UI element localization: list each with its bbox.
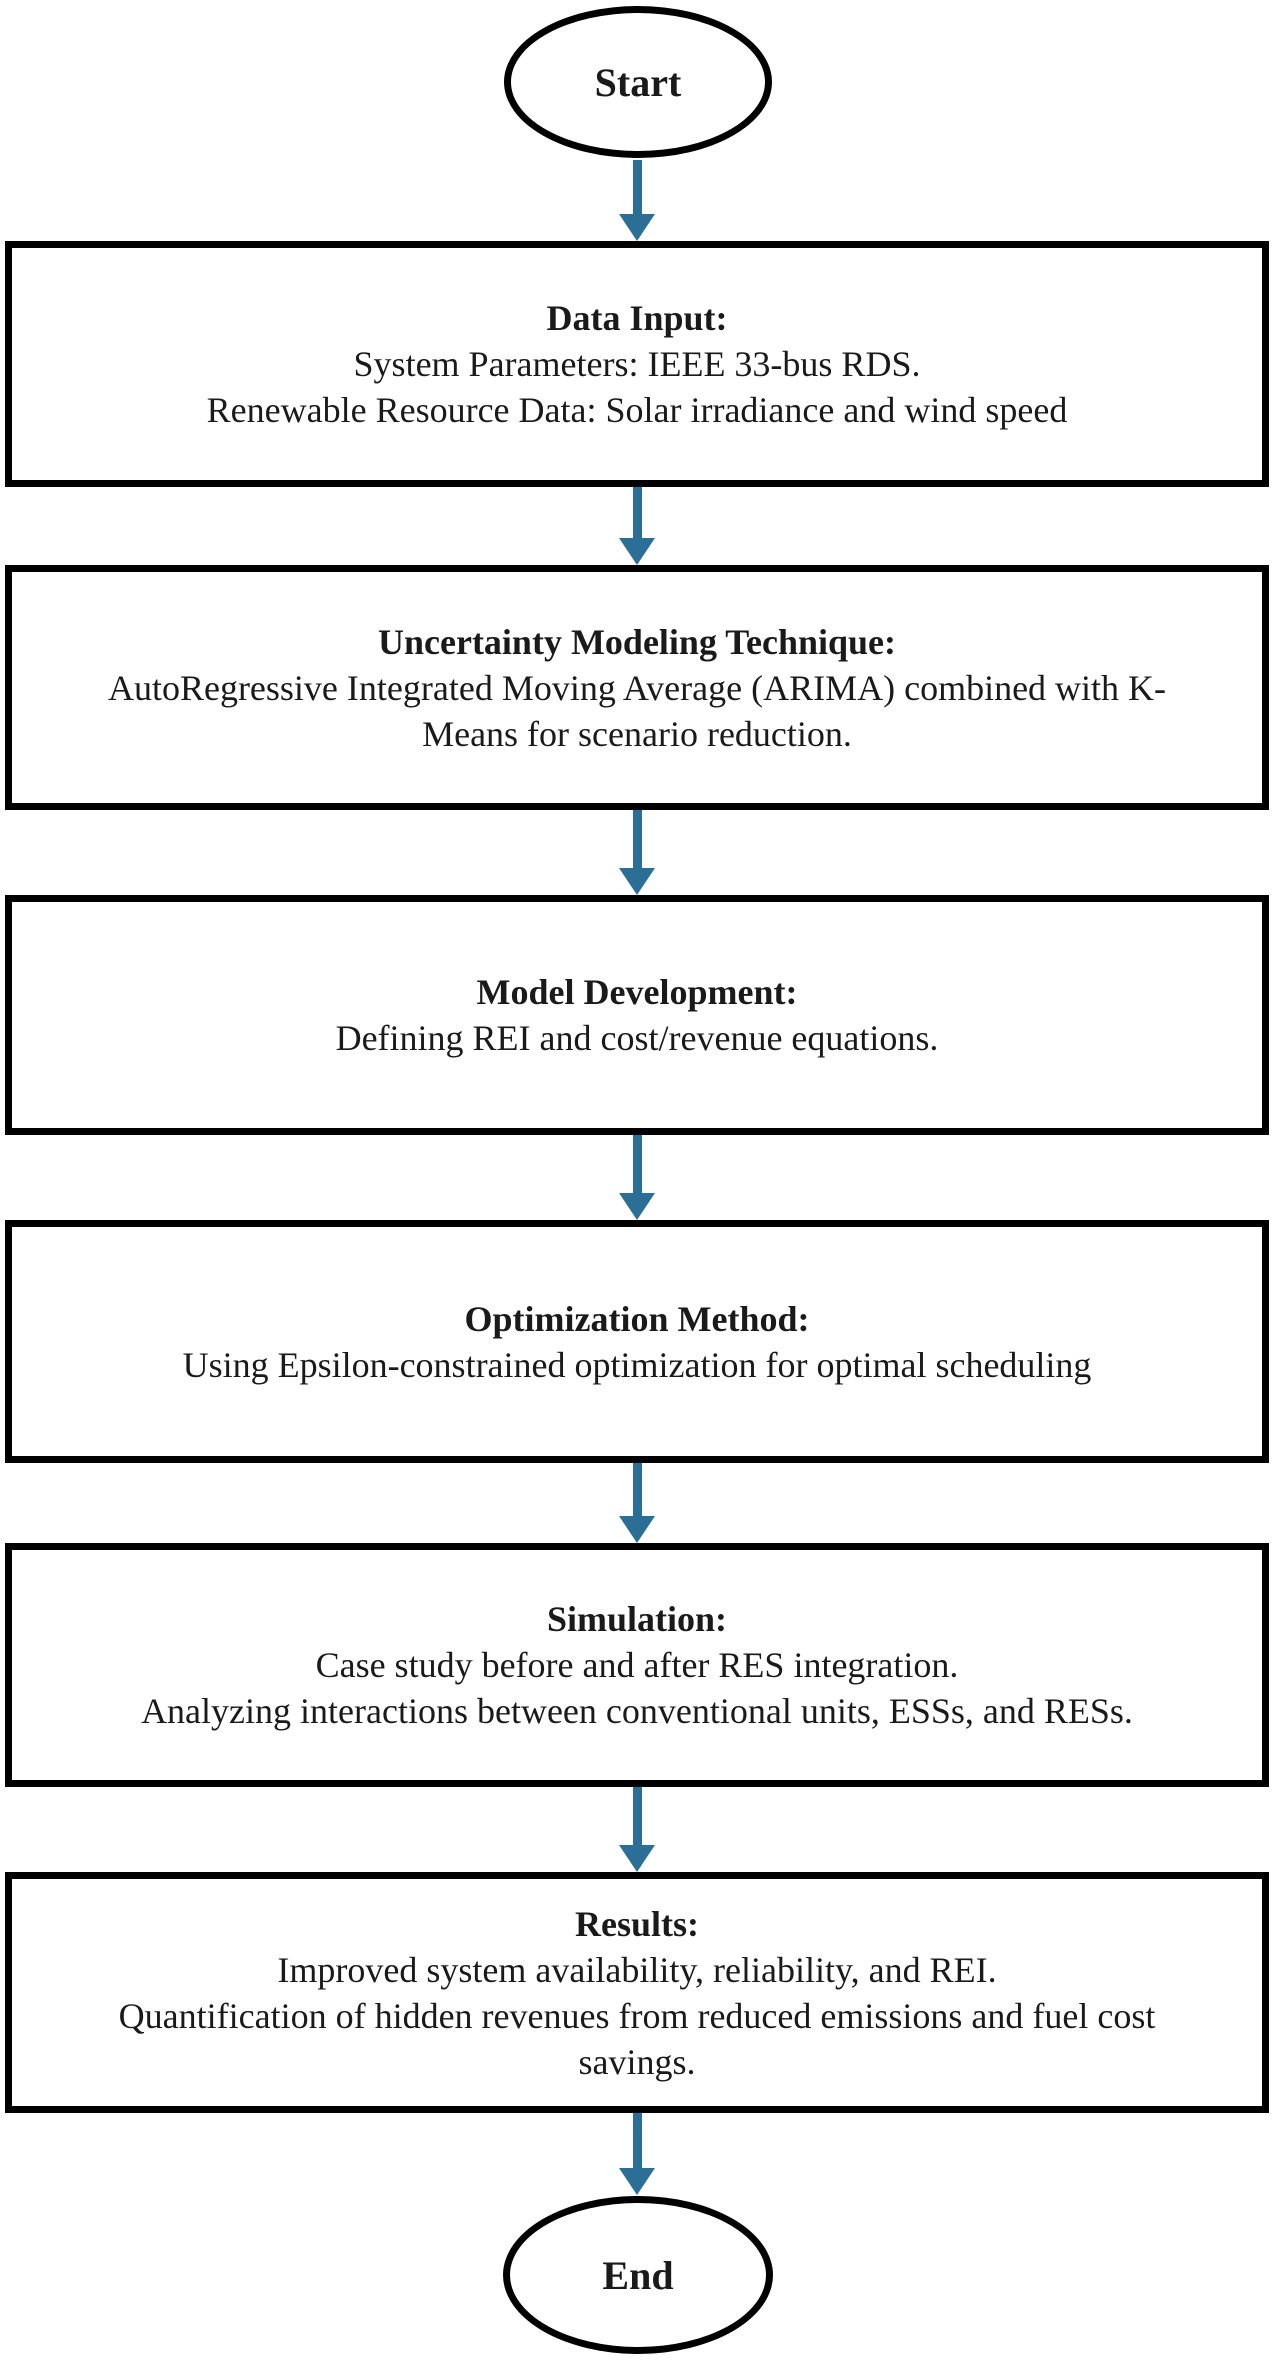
step-title: Results: xyxy=(575,1903,699,1944)
end-terminator: End xyxy=(503,2196,773,2354)
step-title: Data Input: xyxy=(546,298,728,338)
process-box-model-development: Model Development: Defining REI and cost… xyxy=(5,895,1269,1135)
step-line: AutoRegressive Integrated Moving Average… xyxy=(107,667,1167,708)
arrow-head-icon xyxy=(619,1193,655,1220)
step-line: Analyzing interactions between conventio… xyxy=(141,1691,1133,1731)
step-line: Improved system availability, reliabilit… xyxy=(277,1949,997,1990)
step-title: Uncertainty Modeling Technique: xyxy=(377,621,897,662)
arrow-head-icon xyxy=(619,1516,655,1543)
arrow-head-icon xyxy=(619,214,655,241)
arrow-stem xyxy=(632,160,642,214)
step-line: System Parameters: IEEE 33-bus RDS. xyxy=(353,344,921,384)
start-label: Start xyxy=(594,59,682,105)
arrow-stem xyxy=(632,1463,642,1516)
step-line: Means for scenario reduction. xyxy=(422,713,852,754)
flow-arrow-7 xyxy=(619,2113,655,2195)
step-title: Simulation: xyxy=(546,1599,728,1639)
flow-arrow-5 xyxy=(619,1463,655,1543)
arrow-stem xyxy=(632,1135,642,1193)
arrow-stem xyxy=(632,810,642,868)
arrow-head-icon xyxy=(619,538,655,565)
flow-arrow-3 xyxy=(619,810,655,895)
arrow-stem xyxy=(632,1787,642,1845)
step-title: Model Development: xyxy=(476,972,798,1012)
process-box-simulation: Simulation: Case study before and after … xyxy=(5,1543,1269,1787)
flow-arrow-1 xyxy=(619,160,655,241)
arrow-head-icon xyxy=(619,2168,655,2195)
arrow-head-icon xyxy=(619,868,655,895)
start-terminator: Start xyxy=(504,6,772,158)
step-line: Defining REI and cost/revenue equations. xyxy=(335,1018,939,1058)
arrow-stem xyxy=(632,487,642,538)
flow-arrow-4 xyxy=(619,1135,655,1220)
process-box-data-input: Data Input: System Parameters: IEEE 33-b… xyxy=(5,241,1269,487)
arrow-head-icon xyxy=(619,1845,655,1872)
end-label: End xyxy=(602,2252,674,2298)
step-line: Quantification of hidden revenues from r… xyxy=(118,1995,1156,2036)
step-line: Case study before and after RES integrat… xyxy=(315,1645,959,1685)
process-box-optimization-method: Optimization Method: Using Epsilon-const… xyxy=(5,1220,1269,1463)
process-box-uncertainty-modeling: Uncertainty Modeling Technique: AutoRegr… xyxy=(5,565,1269,810)
flow-arrow-2 xyxy=(619,487,655,565)
step-line: savings. xyxy=(578,2041,696,2082)
process-box-results: Results: Improved system availability, r… xyxy=(5,1872,1269,2113)
arrow-stem xyxy=(632,2113,642,2168)
step-line: Renewable Resource Data: Solar irradianc… xyxy=(206,390,1068,430)
step-line: Using Epsilon-constrained optimization f… xyxy=(182,1344,1092,1385)
step-title: Optimization Method: xyxy=(464,1298,810,1339)
flow-arrow-6 xyxy=(619,1787,655,1872)
